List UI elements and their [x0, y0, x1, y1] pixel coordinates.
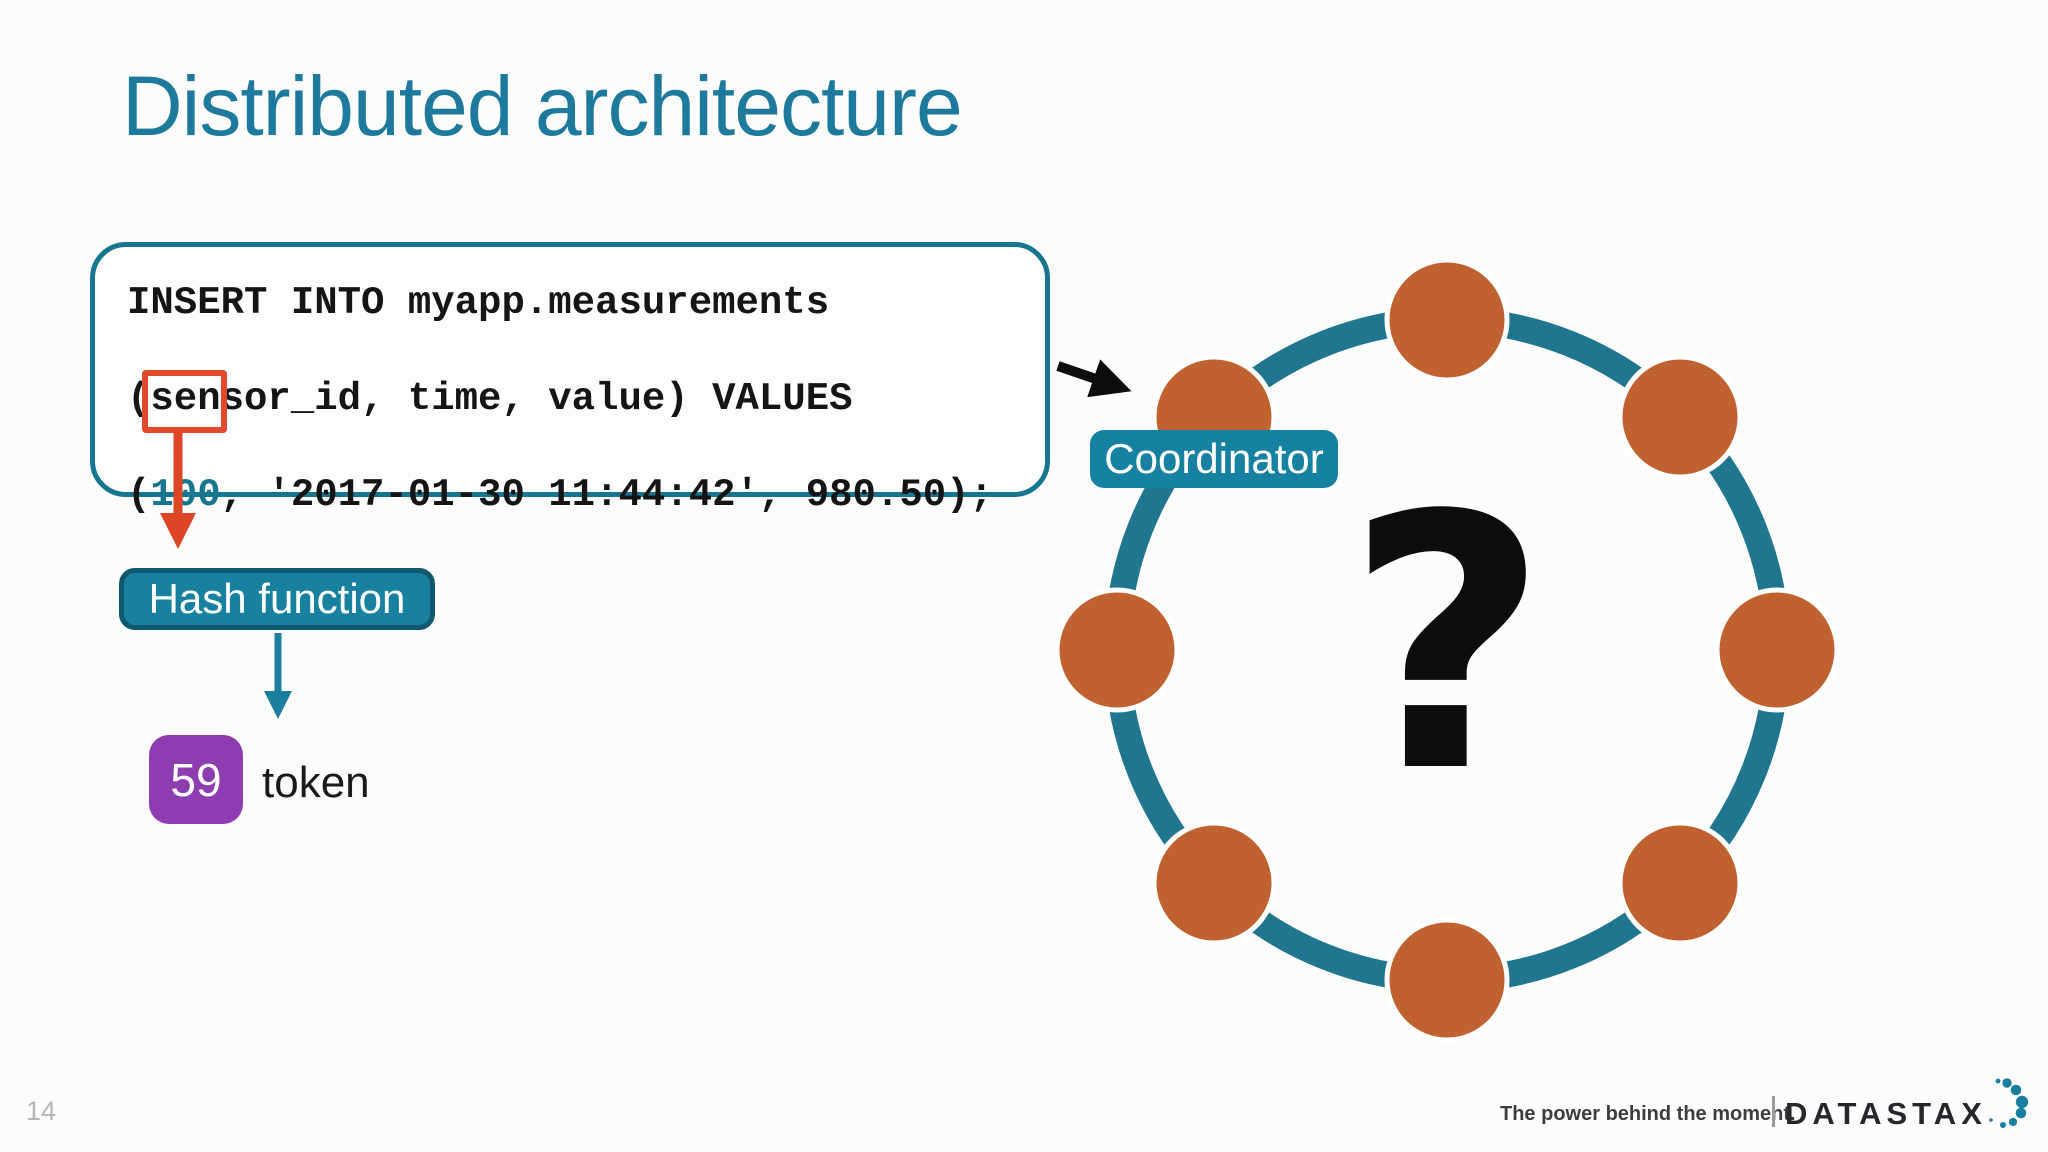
footer-separator: [1772, 1096, 1775, 1127]
ring-nodes: [1054, 257, 1840, 1043]
slide-title: Distributed architecture: [122, 59, 963, 153]
token-label: token: [262, 758, 370, 807]
token-value-box: 59: [149, 735, 243, 824]
code-line-3: (100, '2017-01-30 11:44:42', 980.50);: [127, 473, 993, 517]
question-mark: ?: [1345, 441, 1549, 849]
hash-function-label: Hash function: [148, 575, 406, 622]
cluster-ring-diagram: [1054, 257, 1840, 1043]
ring-node-sw: [1151, 820, 1277, 946]
datastax-wordmark: DATASTAX: [1785, 1096, 1987, 1131]
ring-node-top: [1384, 257, 1510, 383]
code-line-1: INSERT INTO myapp.measurements: [127, 281, 830, 325]
code-line-2: (sensor_id, time, value) VALUES: [127, 377, 853, 421]
datastax-logo-dots-icon: [1989, 1078, 2029, 1128]
ring-node-e: [1714, 587, 1840, 713]
partition-key-highlight-box: [142, 370, 227, 433]
ring-node-s: [1384, 917, 1510, 1043]
page-number: 14: [26, 1096, 57, 1126]
footer-tagline: The power behind the moment.: [1500, 1103, 1796, 1125]
ring-node-se: [1617, 820, 1743, 946]
coordinator-badge: Coordinator: [1090, 430, 1338, 488]
token-value: 59: [170, 753, 222, 806]
ring-node-ne: [1617, 354, 1743, 480]
cql-code-box: INSERT INTO myapp.measurements (sensor_i…: [90, 242, 1050, 517]
hash-function-box: Hash function: [119, 568, 435, 630]
ring-node-w: [1054, 587, 1180, 713]
partition-key-value: 100: [150, 473, 221, 517]
coordinator-label: Coordinator: [1104, 435, 1324, 482]
cql-code-text: INSERT INTO myapp.measurements (sensor_i…: [127, 279, 993, 519]
